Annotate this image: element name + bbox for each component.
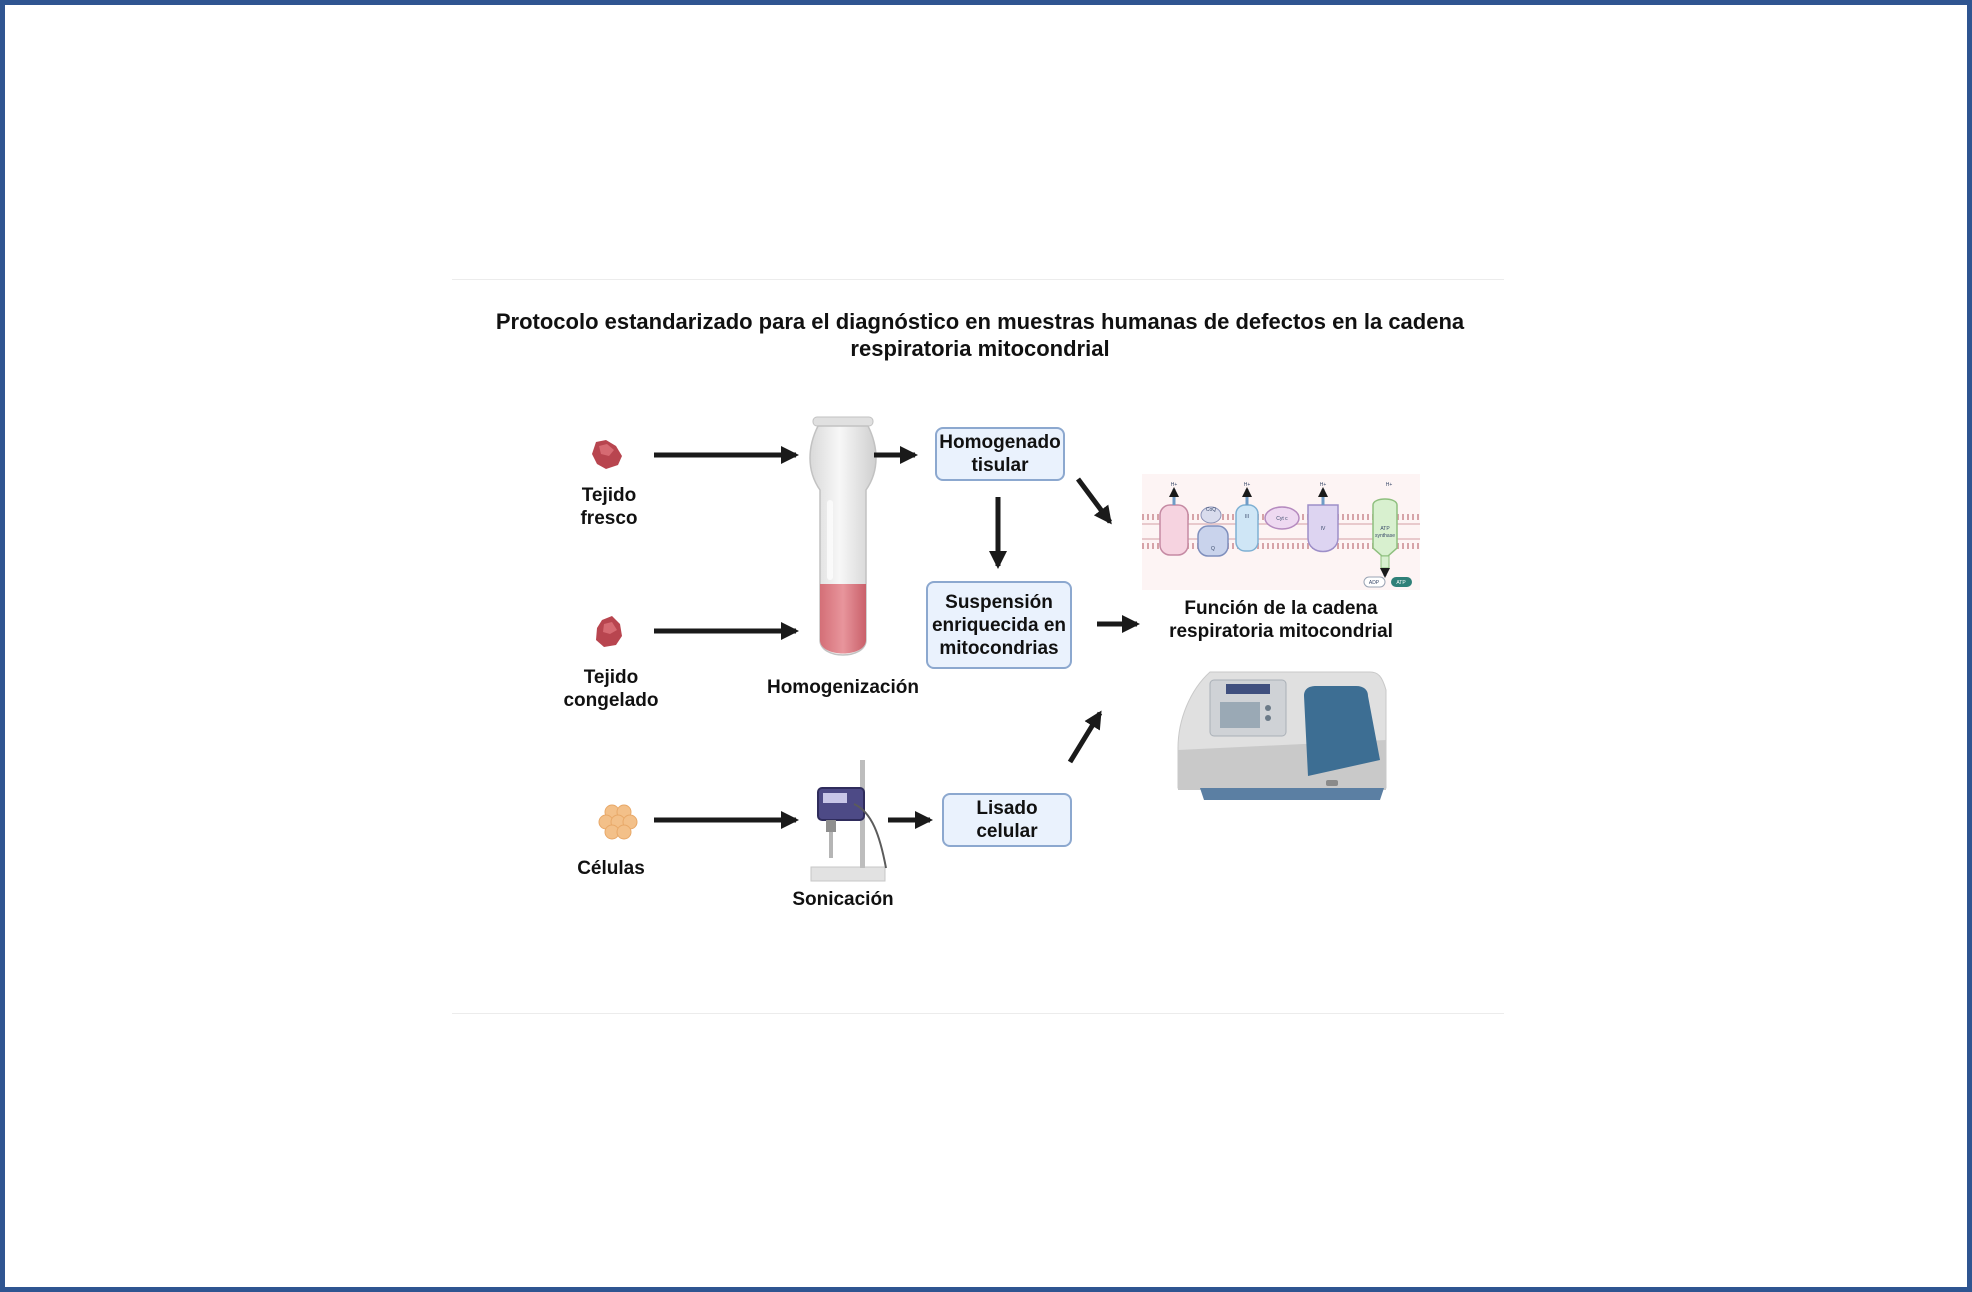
membrane-label-h1: H+ <box>1171 482 1178 488</box>
box-tissue-homogenate: Homogenado tisular <box>935 427 1065 481</box>
membrane-label-iii: III <box>1245 514 1249 520</box>
membrane-label-adp: ADP <box>1369 580 1380 586</box>
membrane-label-atp-synthase-2: synthase <box>1375 533 1395 539</box>
arrow-lysate-to-assay <box>1067 710 1103 764</box>
membrane-label-q: Q <box>1211 546 1215 552</box>
cells-icon <box>598 804 638 840</box>
label-fresh-tissue: Tejido fresco <box>570 484 648 530</box>
box-mito-suspension: Suspensión enriquecida en mitocondrias <box>926 581 1072 669</box>
box-cell-lysate-line1: Lisado <box>976 798 1038 819</box>
label-frozen-tissue-line1: Tejido <box>583 667 639 688</box>
membrane-label-h3: H+ <box>1320 482 1327 488</box>
sonicator-icon <box>810 760 887 882</box>
label-respiratory-chain-function: Función de la cadena respiratoria mitoco… <box>1150 597 1412 643</box>
respiratory-chain-membrane-illustration: H+ H+ H+ H+ CoQ Q III Cyt c IV ATP synth… <box>1142 474 1420 590</box>
frozen-tissue-icon <box>596 616 622 647</box>
box-tissue-homogenate-line2: tisular <box>971 455 1029 476</box>
label-sonication: Sonicación <box>792 889 894 910</box>
label-respiratory-chain-function-line1: Función de la cadena <box>1184 598 1378 619</box>
box-mito-suspension-line3: mitocondrias <box>939 637 1059 659</box>
spectrophotometer-icon <box>1177 671 1387 800</box>
label-frozen-tissue-line2: congelado <box>563 690 659 711</box>
membrane-label-h4: H+ <box>1386 482 1393 488</box>
fresh-tissue-icon <box>592 440 622 469</box>
membrane-label-coq: CoQ <box>1206 507 1216 513</box>
box-cell-lysate-line2: celular <box>976 821 1038 842</box>
label-fresh-tissue-line1: Tejido <box>581 485 637 506</box>
membrane-label-h2: H+ <box>1244 482 1251 488</box>
box-cell-lysate: Lisado celular <box>942 793 1072 847</box>
top-divider <box>452 279 1504 280</box>
membrane-label-atp: ATP <box>1396 580 1406 586</box>
label-frozen-tissue: Tejido congelado <box>556 666 666 712</box>
label-fresh-tissue-line2: fresco <box>580 508 638 529</box>
membrane-label-cytc: Cyt c <box>1276 516 1288 522</box>
box-mito-suspension-line1: Suspensión <box>945 591 1053 613</box>
box-mito-suspension-line2: enriquecida en <box>931 614 1067 636</box>
label-respiratory-chain-function-line2: respiratoria mitocondrial <box>1169 621 1393 642</box>
label-cells: Células <box>577 858 645 879</box>
membrane-label-atp-synthase-1: ATP <box>1380 526 1390 532</box>
box-tissue-homogenate-line1: Homogenado <box>939 432 1061 453</box>
bottom-divider <box>452 1013 1504 1014</box>
label-homogenization: Homogenización <box>766 677 919 698</box>
homogenizer-tube-icon <box>809 416 877 656</box>
figure-title: Protocolo estandarizado para el diagnóst… <box>495 309 1465 361</box>
arrow-homogenate-to-assay <box>1075 477 1113 525</box>
membrane-label-iv: IV <box>1321 526 1326 532</box>
